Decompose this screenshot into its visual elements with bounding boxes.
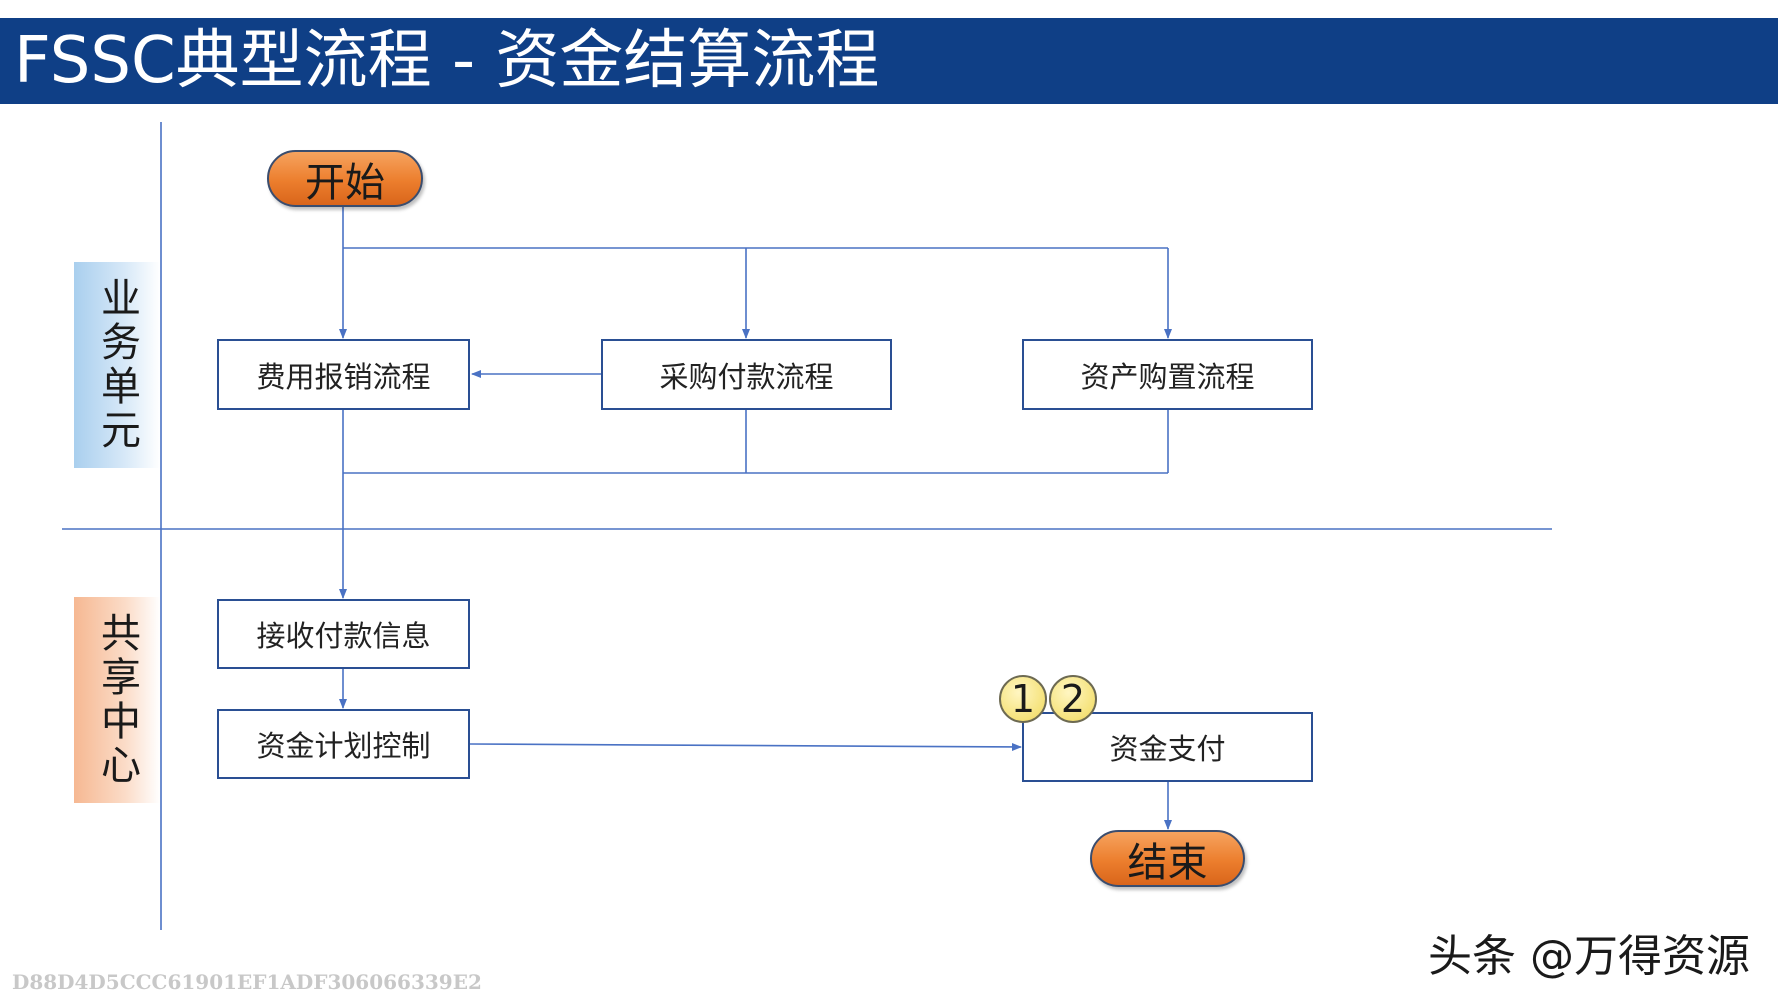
lane-shared-label: 共享中心 — [94, 612, 140, 788]
receive-payment-info-box: 接收付款信息 — [217, 599, 470, 669]
lane-business-unit: 业务单元 — [74, 262, 160, 468]
fund-plan-control-box: 资金计划控制 — [217, 709, 470, 779]
purchase-process-box: 采购付款流程 — [601, 339, 892, 410]
end-terminal: 结束 — [1090, 830, 1245, 887]
title-bar: FSSC典型流程 - 资金结算流程 — [0, 18, 1778, 104]
arrow-plan-to-pay — [469, 742, 1022, 751]
badge-2: 2 — [1049, 675, 1097, 723]
asset-process-box: 资产购置流程 — [1022, 339, 1313, 410]
expense-process-box: 费用报销流程 — [217, 339, 470, 410]
hash-watermark: D88D4D5CCC61901EF1ADF306066339E2 — [12, 970, 482, 994]
fund-payment-box: 资金支付 — [1022, 712, 1313, 782]
page-title: FSSC典型流程 - 资金结算流程 — [14, 24, 880, 98]
lane-business-label: 业务单元 — [94, 277, 140, 453]
badge-1: 1 — [999, 675, 1047, 723]
lane-shared-center: 共享中心 — [74, 597, 160, 803]
start-terminal: 开始 — [267, 150, 423, 207]
source-watermark: 头条 @万得资源 — [1428, 931, 1750, 982]
